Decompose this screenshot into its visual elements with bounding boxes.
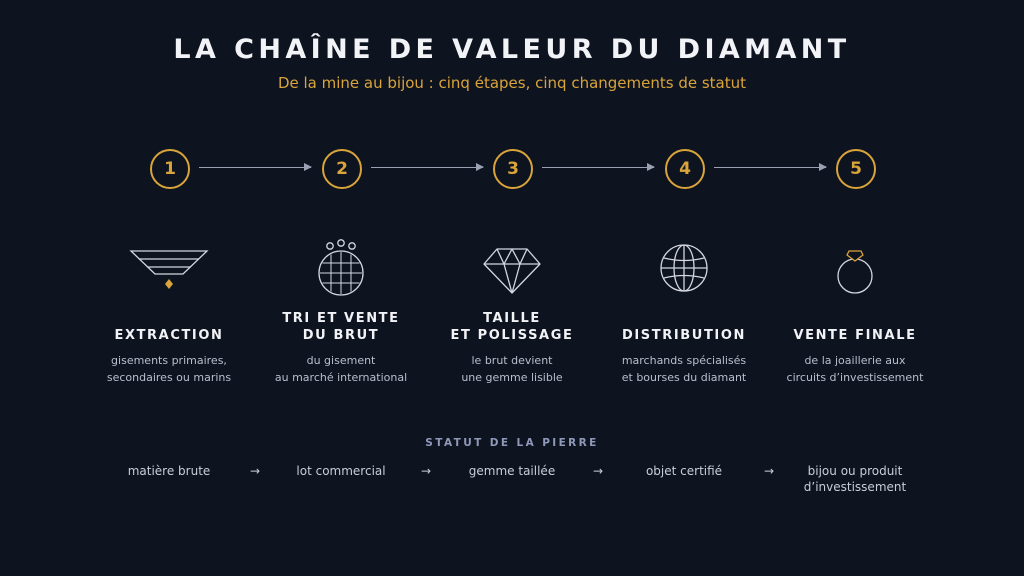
step-number-1: 1: [150, 149, 190, 189]
stage-description: de la joaillerie aux circuits d’investis…: [786, 354, 924, 384]
page-subtitle: De la mine au bijou : cinq étapes, cinq …: [277, 74, 747, 92]
step-number-4: 4: [665, 149, 705, 189]
stage-description: du gisement au marché international: [274, 354, 408, 384]
stage-vente-finale: VENTE FINALE de la joaillerie aux circui…: [760, 236, 950, 384]
stage-description: le brut devient une gemme lisible: [461, 354, 563, 384]
stage-taille: TAILLE ET POLISSAGE le brut devient une …: [417, 236, 607, 384]
stage-tri-vente: TRI ET VENTE DU BRUT du gisement au marc…: [246, 236, 436, 384]
stage-description: marchands spécialisés et bourses du diam…: [621, 354, 747, 384]
statut-item: matière brute: [127, 464, 211, 478]
globe-icon: [660, 244, 708, 292]
stage-title: EXTRACTION: [114, 328, 224, 343]
statut-item: objet certifié: [645, 464, 723, 478]
stage-title: VENTE FINALE: [793, 328, 917, 343]
statut-arrow: →: [763, 464, 775, 478]
stage-title: TAILLE ET POLISSAGE: [450, 311, 574, 343]
arrow-connector: [542, 163, 655, 171]
page-title: LA CHAÎNE DE VALEUR DU DIAMANT: [173, 34, 851, 65]
statut-item: gemme taillée: [468, 464, 556, 478]
ring-icon: [837, 250, 873, 294]
stage-description: gisements primaires, secondaires ou mari…: [106, 354, 232, 384]
stage-extraction: EXTRACTION gisements primaires, secondai…: [74, 236, 264, 384]
step-timeline: 1 2 3 4 5: [0, 140, 1024, 200]
step-number-3: 3: [493, 149, 533, 189]
statut-arrow: →: [420, 464, 432, 478]
statut-arrow: →: [249, 464, 261, 478]
statut-header: STATUT DE LA PIERRE: [425, 437, 599, 449]
statut-item: lot commercial: [296, 464, 386, 478]
step-number-5: 5: [836, 149, 876, 189]
diamond-icon: [483, 248, 541, 294]
arrow-connector: [199, 163, 312, 171]
stage-title: TRI ET VENTE DU BRUT: [282, 311, 400, 343]
arrow-connector: [714, 163, 827, 171]
statut-item: bijou ou produit d’investissement: [803, 464, 907, 494]
stage-distribution: DISTRIBUTION marchands spécialisés et bo…: [589, 236, 779, 384]
sieve-icon: [318, 239, 364, 296]
stage-title: DISTRIBUTION: [621, 328, 746, 343]
statut-arrow: →: [592, 464, 604, 478]
funnel-icon: [129, 250, 209, 289]
arrow-connector: [371, 163, 484, 171]
step-number-2: 2: [322, 149, 362, 189]
